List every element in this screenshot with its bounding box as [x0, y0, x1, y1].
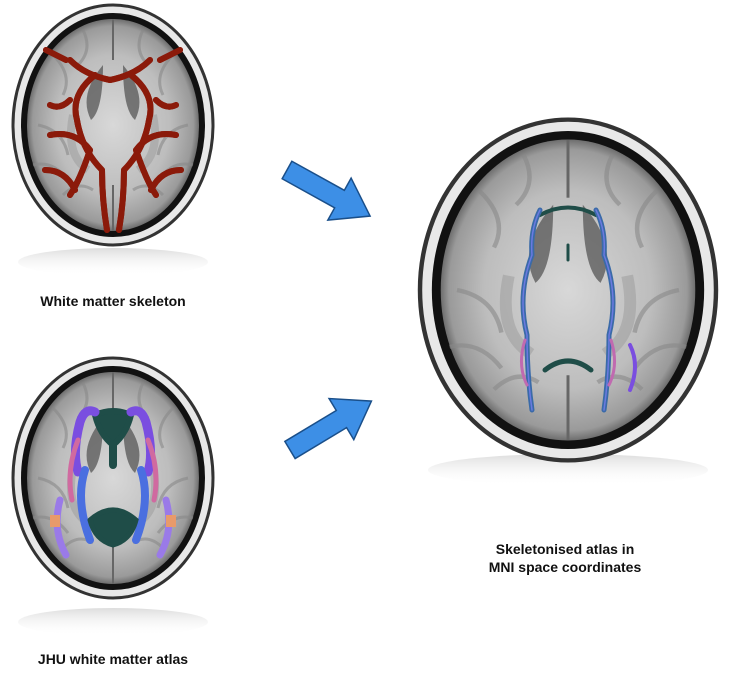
arrow-skeleton-to-result — [281, 160, 372, 221]
skeleton-label: White matter skeleton — [40, 293, 186, 309]
atlas-brain — [13, 358, 213, 636]
result-label: Skeletonised atlas in MNI space coordina… — [455, 540, 675, 576]
arrow-atlas-to-result — [283, 397, 373, 460]
result-label-line1: Skeletonised atlas in — [495, 541, 635, 557]
result-brain — [420, 120, 716, 486]
result-tracts — [520, 205, 637, 413]
atlas-label: JHU white matter atlas — [37, 651, 189, 667]
skeleton-brain — [13, 5, 213, 276]
skeleton-tracts — [42, 47, 184, 233]
atlas-tracts — [50, 406, 176, 559]
result-label-line2: MNI space coordinates — [488, 559, 642, 575]
